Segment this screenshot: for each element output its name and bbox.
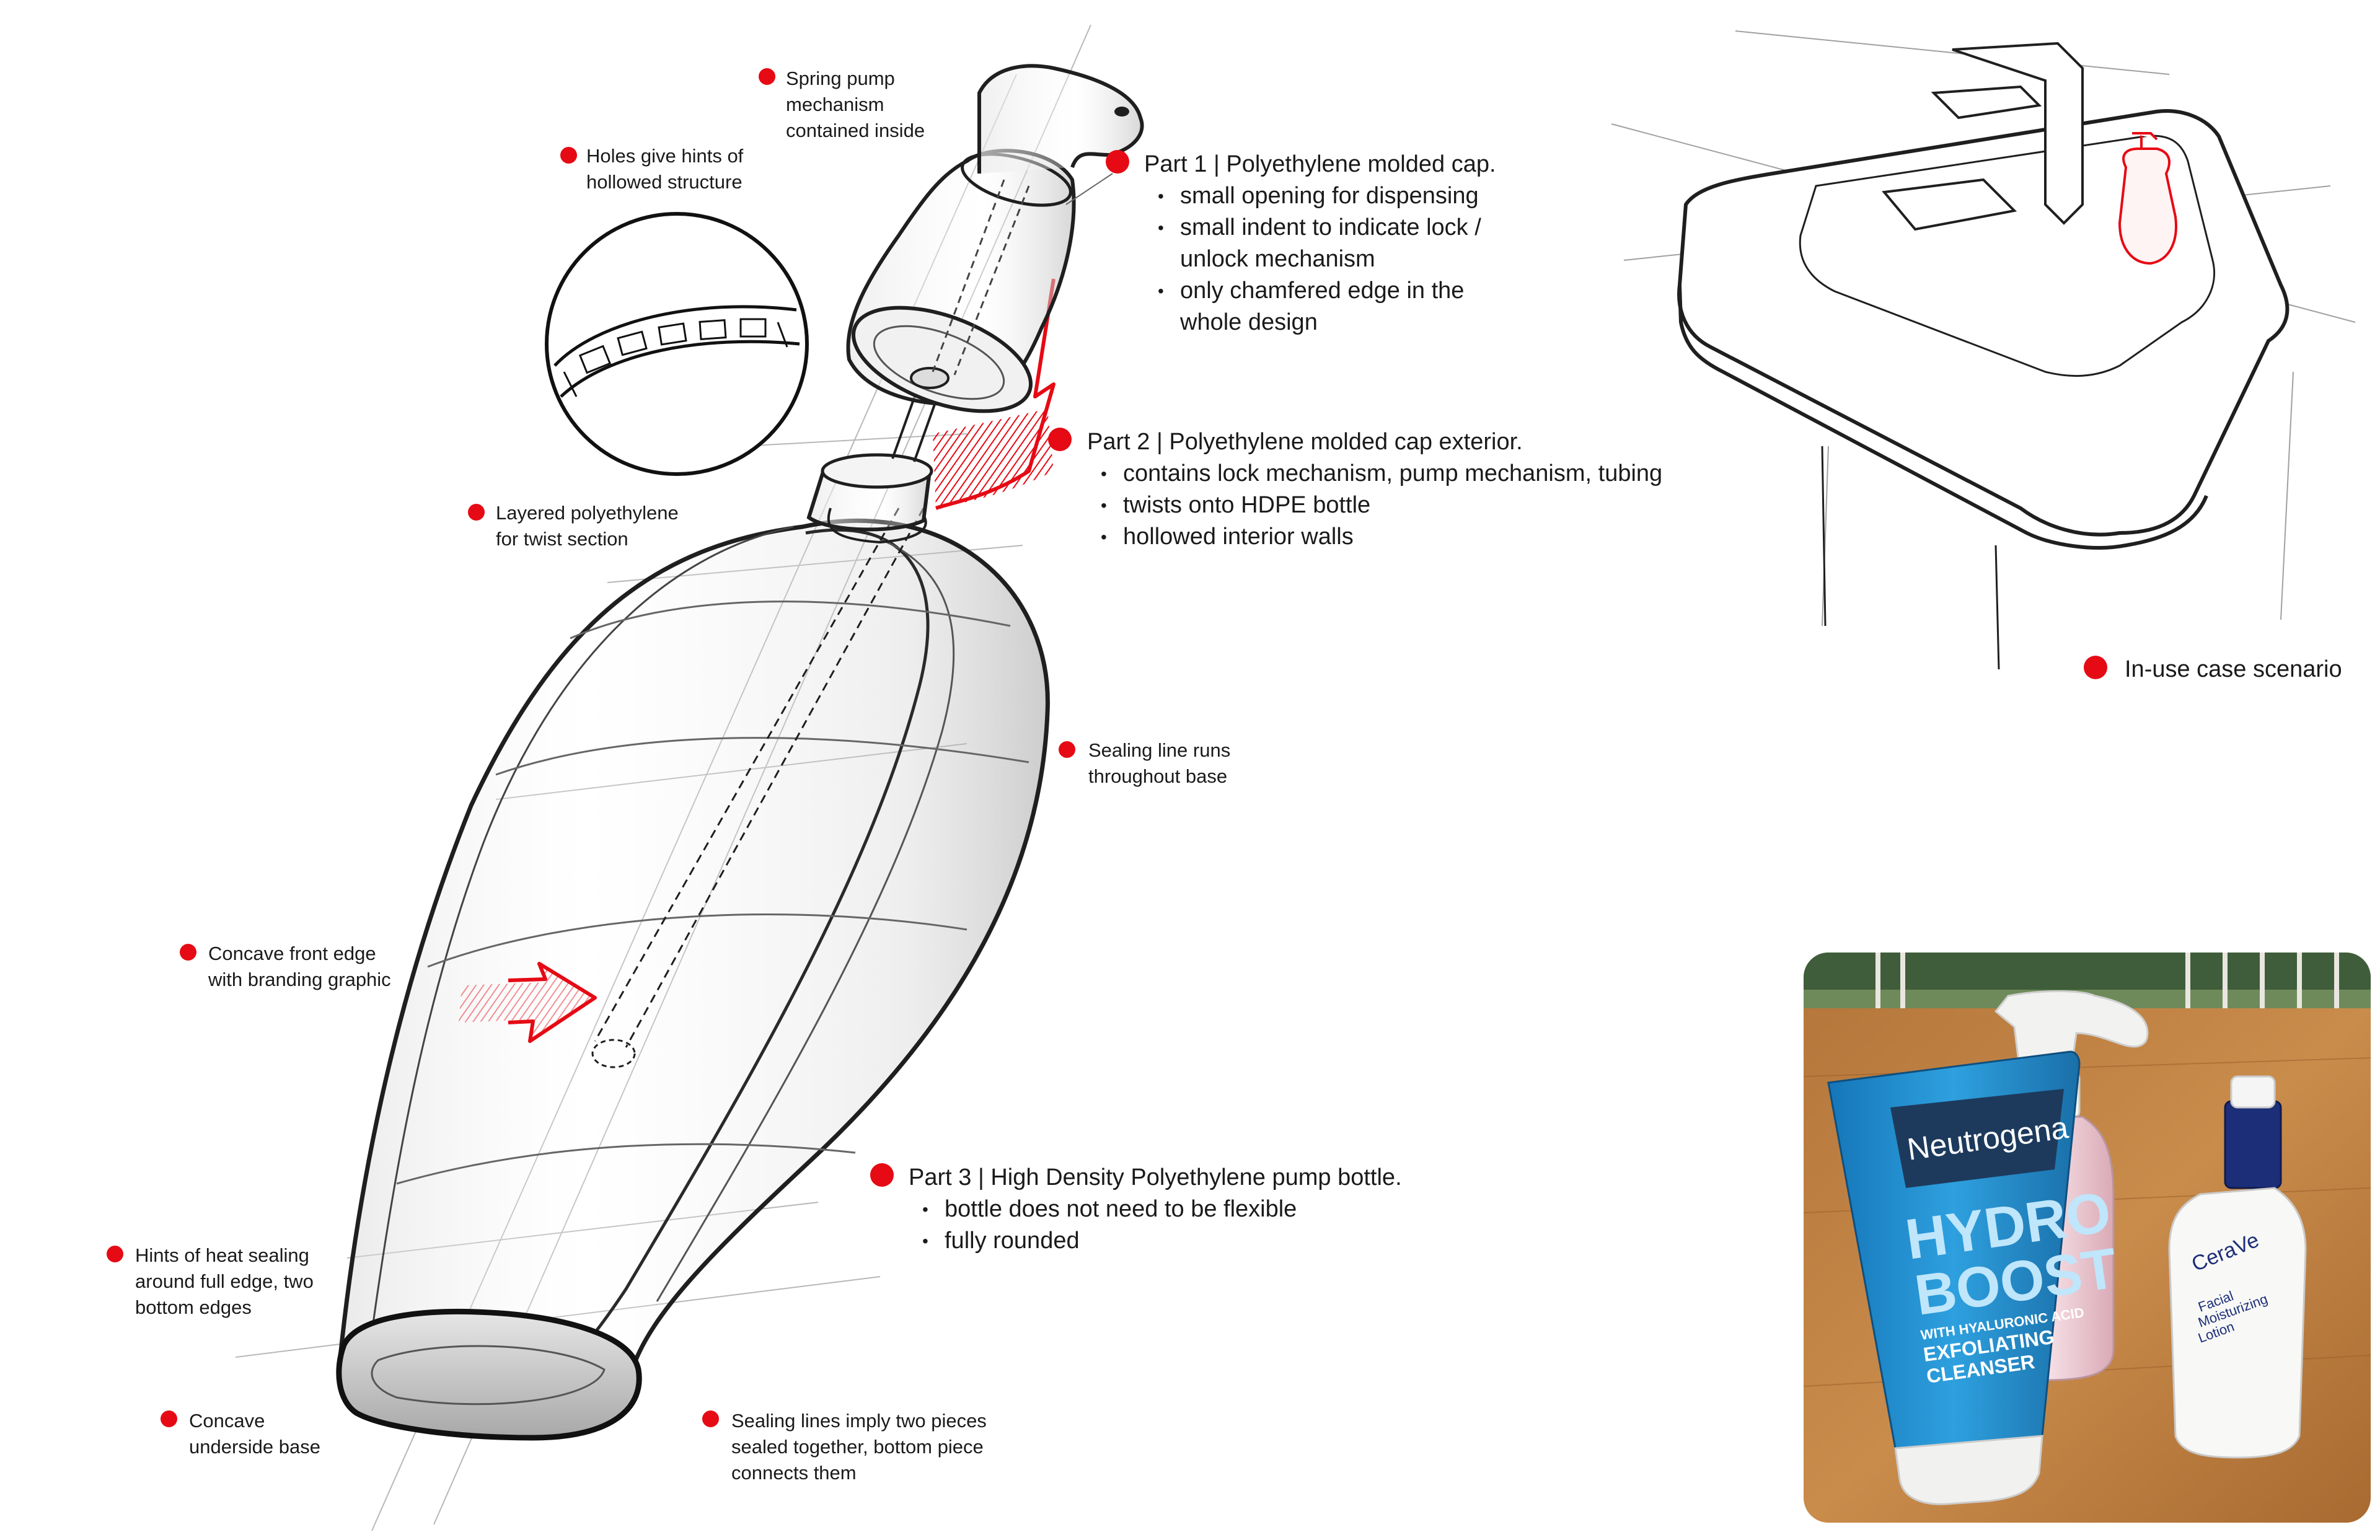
reference-product-photo: CeraVe Facial Moisturizing Lotion Neutro… [1804, 953, 2371, 1523]
callout-line: bottom edges [135, 1295, 314, 1321]
holes-detail-inset [547, 214, 807, 474]
part1-bullets: small opening for dispensing small inden… [1144, 180, 1496, 338]
callout-line: Concave [189, 1408, 320, 1434]
callout-line: hollowed structure [586, 169, 743, 195]
hdpe-pump-bottle [339, 508, 1048, 1438]
part3-bullet: bottle does not need to be flexible [945, 1194, 1402, 1225]
part1-description: Part 1 | Polyethylene molded cap. small … [1144, 149, 1496, 338]
callout-line: Spring pump [786, 66, 925, 92]
callout-dot-heat-sealing [107, 1246, 123, 1262]
part2-heading: Part 2 | Polyethylene molded cap exterio… [1087, 426, 1662, 458]
part3-heading: Part 3 | High Density Polyethylene pump … [909, 1162, 1402, 1194]
callout-spring-pump: Spring pump mechanism contained inside [786, 66, 925, 144]
callout-dot-holes [560, 147, 577, 164]
part2-bullet: hollowed interior walls [1123, 521, 1662, 553]
callout-dot-spring-pump [759, 68, 775, 85]
callout-line: throughout base [1088, 763, 1230, 790]
callout-line: connects them [731, 1460, 987, 1486]
sink-outer-rim [1679, 111, 2287, 535]
part3-description: Part 3 | High Density Polyethylene pump … [909, 1162, 1402, 1257]
callout-line: around full edge, two [135, 1269, 314, 1295]
in-use-label: In-use case scenario [2125, 655, 2342, 684]
callout-concave-front: Concave front edge with branding graphic [208, 941, 391, 993]
photo-background-dark [1804, 953, 2371, 990]
callout-line: Concave front edge [208, 941, 391, 967]
part1-bullet: small indent to indicate lock / [1180, 212, 1496, 244]
part2-bullets: contains lock mechanism, pump mechanism,… [1087, 458, 1662, 553]
callout-dot-layered [468, 504, 485, 521]
pedestal-right [1996, 545, 1999, 669]
part2-bullet: contains lock mechanism, pump mechanism,… [1123, 458, 1662, 490]
callout-layered: Layered polyethylene for twist section [496, 500, 679, 552]
part1-heading: Part 1 | Polyethylene molded cap. [1144, 149, 1496, 180]
callout-in-use: In-use case scenario [2125, 655, 2342, 684]
callout-line: Layered polyethylene [496, 500, 679, 526]
callout-concave-base: Concave underside base [189, 1408, 320, 1460]
dispensing-opening [1114, 107, 1129, 117]
part3-bullet: fully rounded [945, 1225, 1402, 1257]
callout-sealing-line: Sealing line runs throughout base [1088, 737, 1230, 790]
callout-line: Hints of heat sealing [135, 1243, 314, 1269]
cap-stem-hole [911, 368, 948, 388]
callout-line: for twist section [496, 526, 679, 552]
callout-line: Sealing line runs [1088, 737, 1230, 763]
part1-bullet-cont: whole design [1180, 307, 1496, 338]
bottle-body-outline [340, 521, 1048, 1429]
part1-bullet-cont: unlock mechanism [1180, 244, 1496, 275]
part3-bullets: bottle does not need to be flexible full… [909, 1194, 1402, 1257]
callout-dot-part3 [870, 1163, 894, 1187]
part2-description: Part 2 | Polyethylene molded cap exterio… [1087, 426, 1662, 553]
callout-holes: Holes give hints of hollowed structure [586, 143, 743, 195]
faucet [1884, 43, 2082, 229]
callout-dot-in-use [2084, 656, 2107, 679]
callout-dot-concave-base [161, 1410, 177, 1427]
callout-dot-concave-front [180, 944, 196, 961]
callout-dot-part2 [1048, 428, 1072, 451]
part2-bullet: twists onto HDPE bottle [1123, 490, 1662, 521]
sink-sketch [1611, 31, 2355, 669]
callout-line: with branding graphic [208, 967, 391, 993]
callout-dot-sealing-line [1059, 741, 1075, 758]
part1-bullet: small opening for dispensing [1180, 180, 1496, 212]
callout-heat-sealing: Hints of heat sealing around full edge, … [135, 1243, 314, 1321]
callout-line: contained inside [786, 118, 925, 144]
callout-dot-part1 [1106, 150, 1129, 174]
callout-line: mechanism [786, 92, 925, 118]
callout-line: underside base [189, 1434, 320, 1460]
callout-line: sealed together, bottom piece [731, 1434, 987, 1460]
bottle-concave-base [339, 1312, 639, 1438]
callout-line: Holes give hints of [586, 143, 743, 169]
callout-sealing-lines: Sealing lines imply two pieces sealed to… [731, 1408, 987, 1486]
photo-illustration: CeraVe Facial Moisturizing Lotion Neutro… [1804, 953, 2371, 1523]
part1-bullet: only chamfered edge in the [1180, 275, 1496, 307]
callout-line: Sealing lines imply two pieces [731, 1408, 987, 1434]
callout-dot-sealing-lines [702, 1410, 719, 1427]
